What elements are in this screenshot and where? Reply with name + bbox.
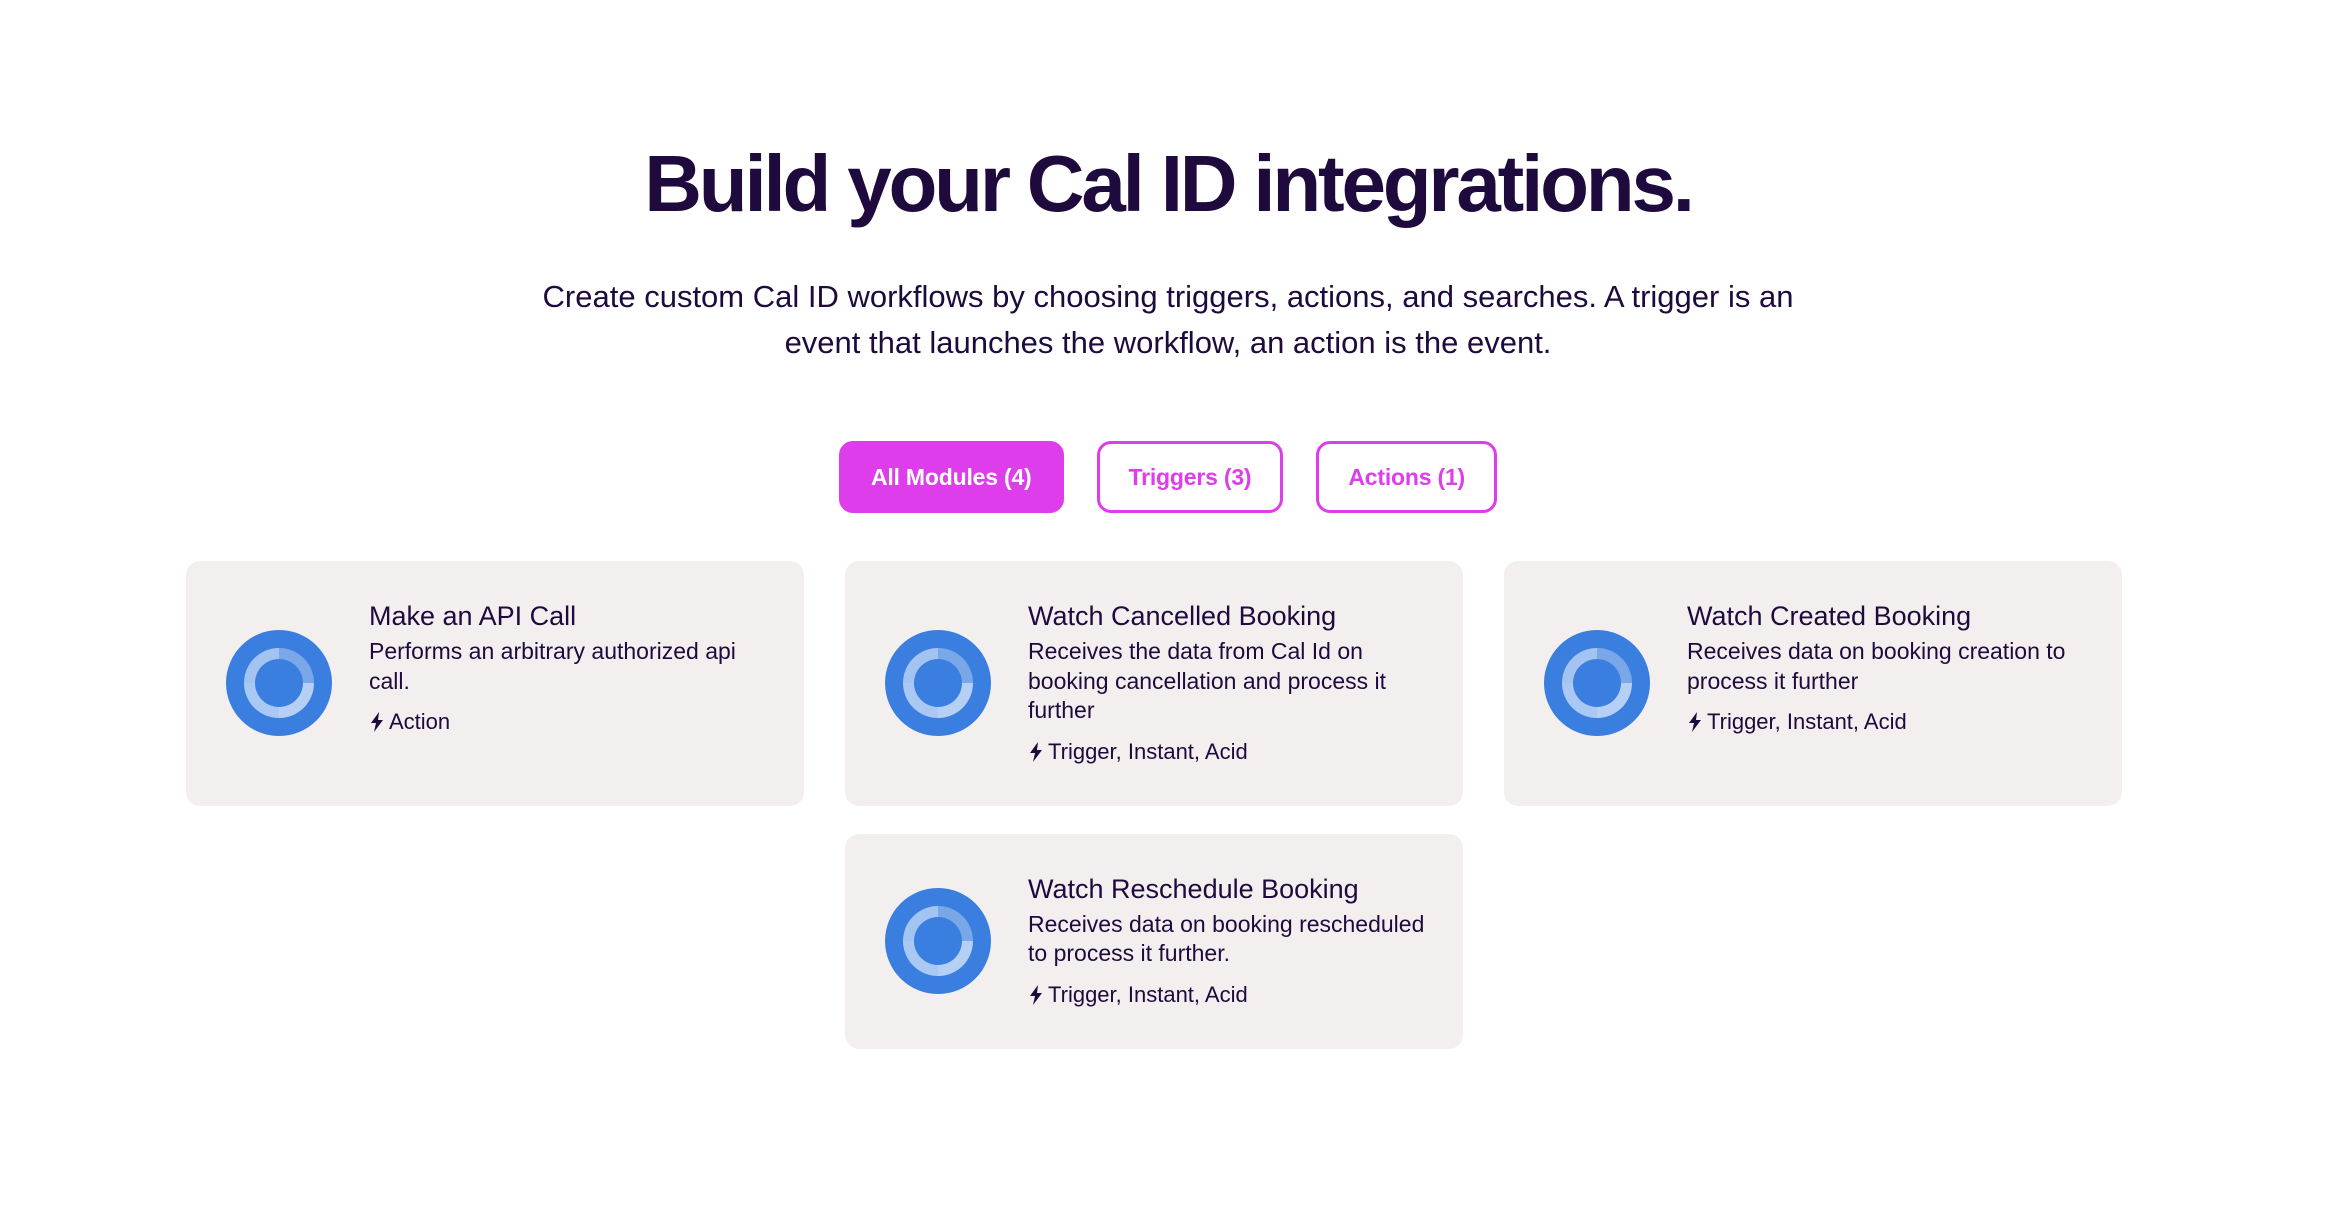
filter-all-modules[interactable]: All Modules (4) (838, 441, 1064, 513)
lightning-bolt-icon (1030, 741, 1042, 762)
module-description: Receives the data from Cal Id on booking… (1028, 638, 1387, 723)
module-tags: Action (369, 708, 774, 736)
module-card-watch-created-booking[interactable]: Watch Created Booking Receives data on b… (1504, 561, 2122, 806)
filter-actions[interactable]: Actions (1) (1316, 441, 1498, 513)
page-title: Build your Cal ID integrations. (644, 139, 1695, 228)
module-tags: Trigger, Instant, Acid (1028, 981, 1433, 1009)
filter-triggers[interactable]: Triggers (3) (1096, 441, 1284, 513)
module-title: Watch Created Booking (1687, 601, 1972, 631)
page-subtitle: Create custom Cal ID workflows by choosi… (542, 279, 1794, 360)
module-tag-text: Trigger, Instant, Acid (1048, 738, 1248, 764)
cal-id-ring-icon (1544, 630, 1650, 737)
module-tag-text: Trigger, Instant, Acid (1048, 981, 1248, 1007)
module-card-make-api-call[interactable]: Make an API Call Performs an arbitrary a… (186, 561, 804, 806)
module-tag-text: Trigger, Instant, Acid (1707, 709, 1907, 734)
lightning-bolt-icon (1689, 712, 1701, 732)
module-title: Make an API Call (369, 601, 577, 631)
module-description: Receives data on booking rescheduled to … (1028, 910, 1425, 967)
module-title: Watch Cancelled Booking (1028, 601, 1337, 631)
cal-id-ring-icon (885, 888, 991, 994)
module-tags: Trigger, Instant, Acid (1687, 708, 2092, 736)
module-tags: Trigger, Instant, Acid (1028, 738, 1433, 766)
module-description: Receives data on booking creation to pro… (1687, 638, 2066, 694)
lightning-bolt-icon (1030, 984, 1042, 1005)
module-card-watch-reschedule-booking[interactable]: Watch Reschedule Booking Receives data o… (845, 833, 1463, 1049)
lightning-bolt-icon (371, 712, 383, 732)
cal-id-ring-icon (226, 630, 332, 737)
module-filter-tabs: All Modules (4) Triggers (3) Actions (1) (0, 441, 2336, 513)
module-card-watch-cancelled-booking[interactable]: Watch Cancelled Booking Receives the dat… (845, 561, 1463, 806)
module-description: Performs an arbitrary authorized api cal… (369, 638, 736, 694)
module-title: Watch Reschedule Booking (1028, 873, 1359, 904)
module-grid: Make an API Call Performs an arbitrary a… (186, 561, 2126, 1049)
module-tag-text: Action (389, 709, 451, 734)
cal-id-ring-icon (885, 630, 991, 737)
